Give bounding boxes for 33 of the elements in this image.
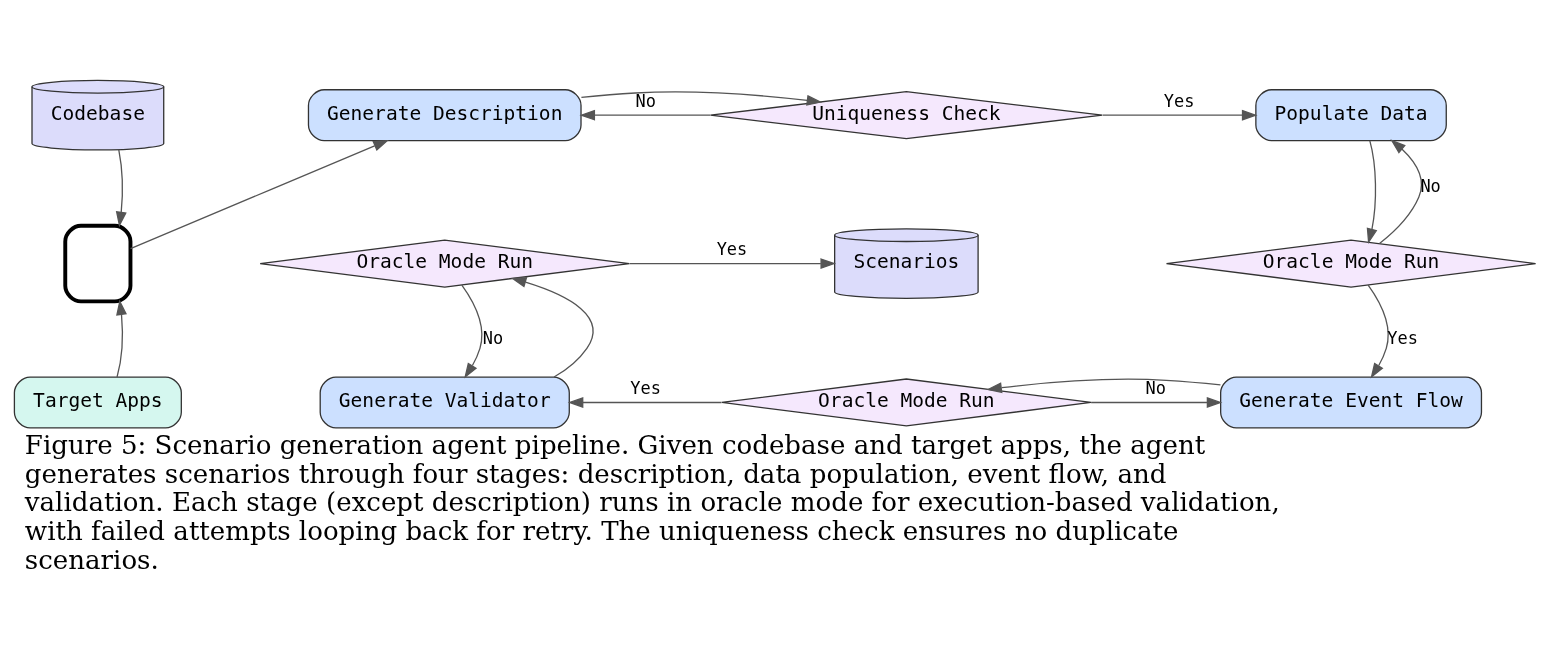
arrow bbox=[116, 298, 127, 378]
arrow bbox=[461, 283, 483, 379]
arrow bbox=[1366, 139, 1378, 244]
caption: Figure 5: Scenario generation agent pipeline. Given codebase and target apps, the agent generates scenarios through four stages: description, data population, event flow, and validation. Each stage (except description) runs in oracle mode for execution-based validation, with failed attempts looping back for retry. The uniqueness check ensures no duplicate scenarios. bbox=[24, 429, 1280, 575]
edge-label: No bbox=[482, 327, 504, 348]
edge-label: Yes bbox=[630, 377, 661, 398]
edge-label: No bbox=[1145, 377, 1166, 398]
arrow bbox=[115, 148, 127, 227]
node-diamond: Uniqueness Check bbox=[709, 90, 1103, 139]
node-box: Populate Data bbox=[1255, 88, 1447, 141]
arrow bbox=[510, 276, 594, 378]
node-box bbox=[63, 223, 133, 303]
arrow bbox=[129, 139, 389, 249]
arrow bbox=[1090, 396, 1223, 408]
arrow bbox=[628, 257, 837, 269]
node-box: Target Apps bbox=[13, 375, 182, 429]
arrow bbox=[986, 378, 1222, 393]
node-box: Generate Description bbox=[307, 88, 582, 141]
arrow bbox=[1102, 109, 1258, 121]
edge-label: Yes bbox=[1163, 90, 1195, 111]
node-box: Generate Validator bbox=[319, 375, 570, 429]
edge-label: No bbox=[635, 90, 656, 111]
node-diamond: Oracle Mode Run bbox=[1165, 238, 1537, 288]
edge-label: Yes bbox=[716, 238, 748, 259]
arrow bbox=[1378, 138, 1423, 244]
arrow bbox=[579, 109, 711, 121]
arrow bbox=[567, 396, 723, 408]
node-box: Generate Event Flow bbox=[1220, 375, 1483, 429]
arrow bbox=[1367, 283, 1389, 379]
edge-label: No bbox=[1420, 175, 1441, 196]
node-diamond: Oracle Mode Run bbox=[721, 377, 1092, 427]
arrow bbox=[580, 90, 823, 106]
edge-label: Yes bbox=[1387, 327, 1418, 348]
